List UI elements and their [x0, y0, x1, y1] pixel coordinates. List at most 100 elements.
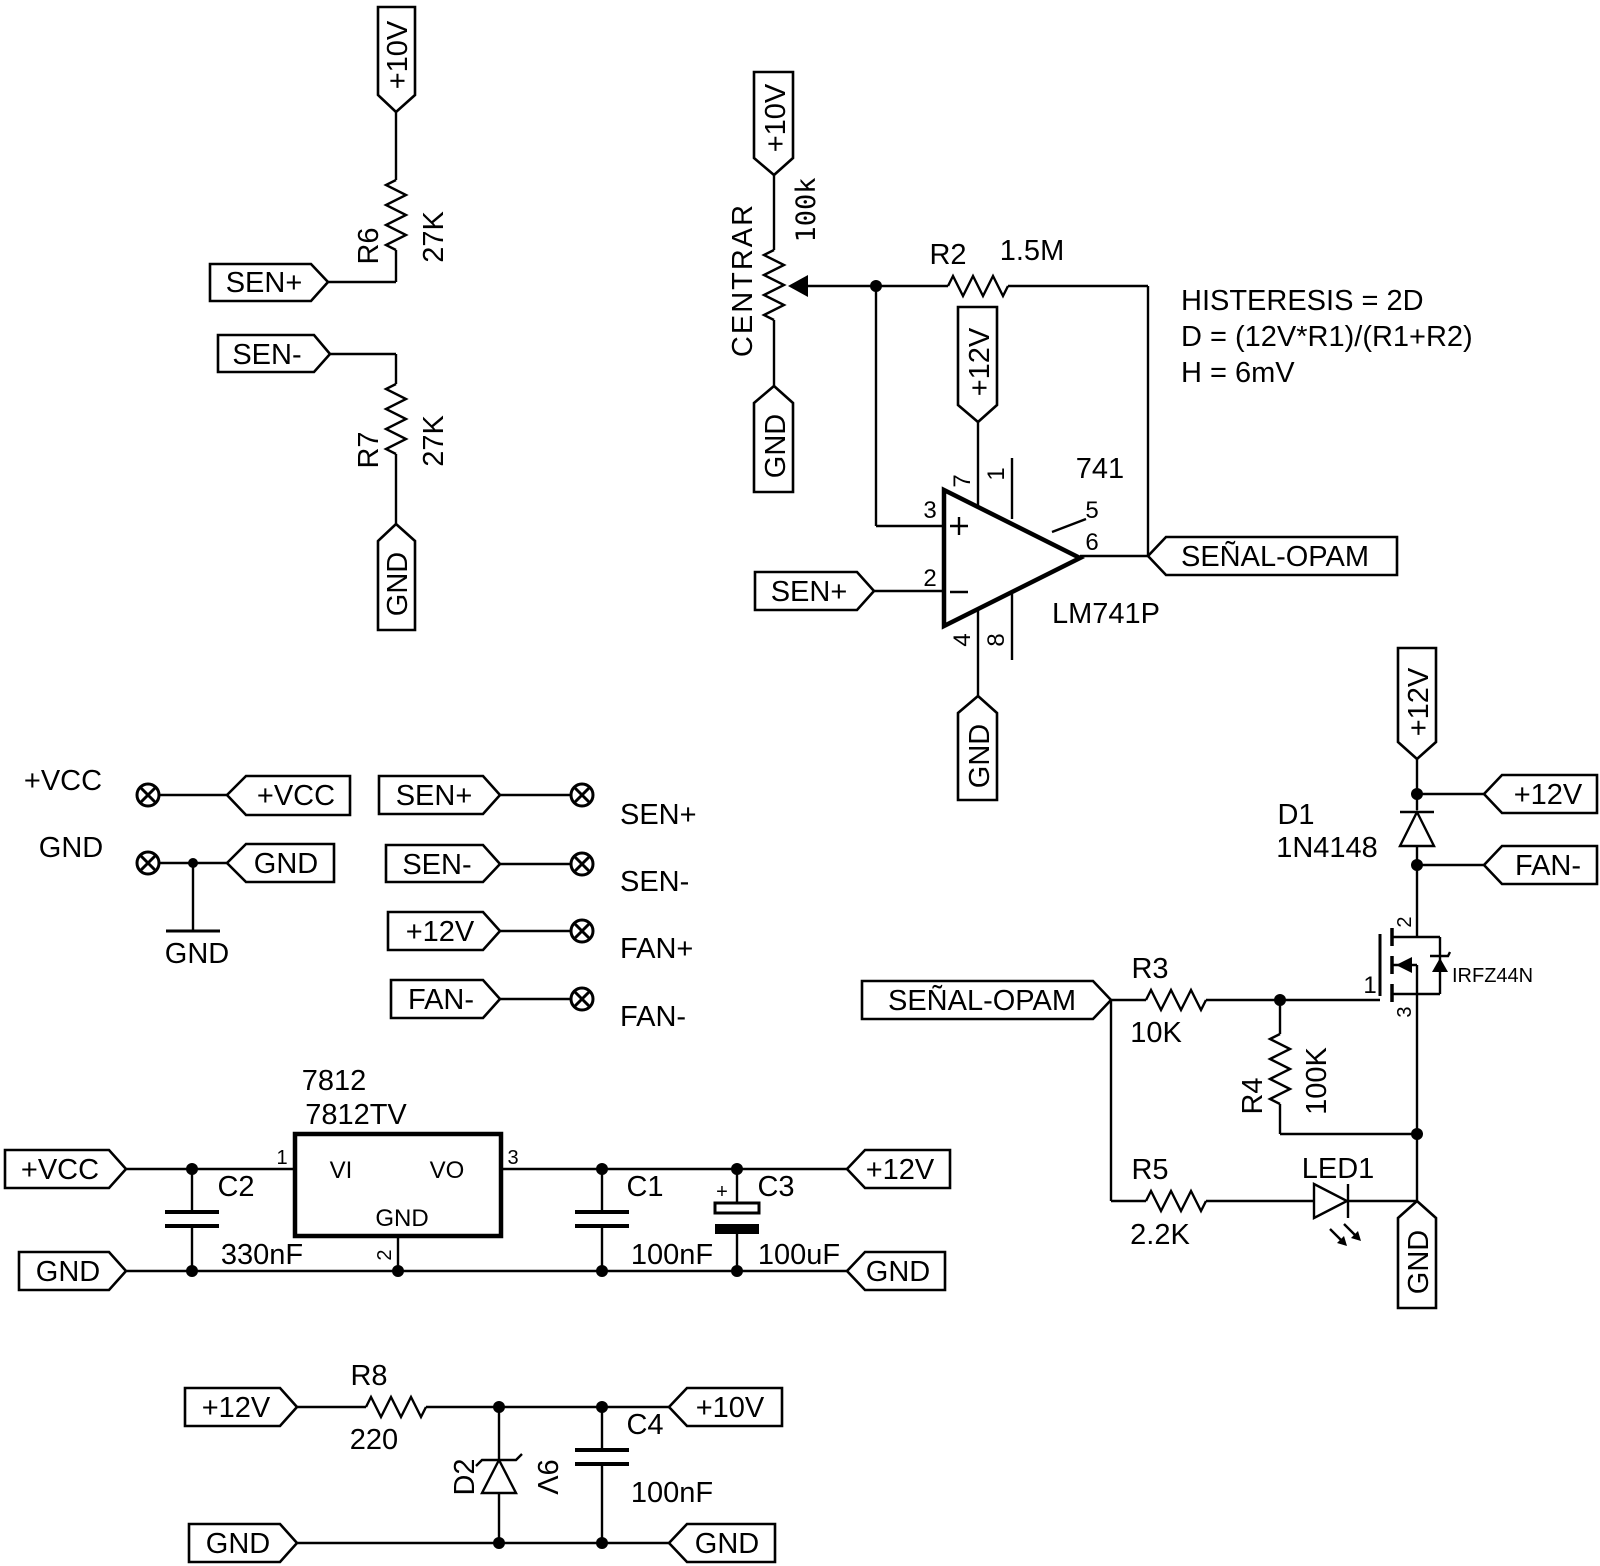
c4-ref: C4 [626, 1409, 663, 1441]
reg-pin-2: 2 [374, 1249, 396, 1260]
gnd-text-conn: GND [254, 848, 318, 880]
plus-vcc-text-reg: +VCC [21, 1154, 99, 1186]
r8-ref: R8 [350, 1360, 387, 1392]
mosfet-q1: 2 1 3 IRFZ44N [1363, 916, 1533, 1134]
fan-minus-label-conn [389, 978, 502, 1020]
gnd-label-reg-right [845, 1250, 947, 1292]
r6-ref: R6 [353, 227, 385, 264]
connector-gnd-text: GND [39, 832, 103, 864]
plus-vcc-label-reg [3, 1148, 128, 1190]
connector-fan-plus-terminal [569, 918, 595, 944]
r5-value: 2.2K [1130, 1219, 1190, 1251]
senal-opam-text-out: SEÑAL-OPAM [1181, 539, 1369, 573]
fan-minus-text-conn: FAN- [408, 984, 474, 1016]
plus12v-text-driver-top: +12V [1403, 667, 1435, 736]
senal-opam-label-driver [860, 979, 1113, 1021]
sen-plus-label-conn [377, 774, 502, 816]
gnd-text-zener-left: GND [206, 1528, 270, 1560]
connector-gnd-symbol-text: GND [165, 938, 229, 970]
connector-fan-plus-text: FAN+ [620, 933, 693, 965]
r4-ref: R4 [1237, 1077, 1269, 1114]
connector-sen-plus-terminal [569, 782, 595, 808]
opamp-pin-8: 8 [983, 633, 1010, 646]
senal-opam-text-driver: SEÑAL-OPAM [888, 983, 1076, 1017]
c3-value: 100uF [758, 1239, 840, 1271]
opamp-pin-5: 5 [1085, 497, 1098, 524]
plus12v-text-reg: +12V [866, 1154, 935, 1186]
reg-ref: 7812 [302, 1065, 367, 1097]
hysteresis-notes: HISTERESIS = 2D D = (12V*R1)/(R1+R2) H =… [1181, 285, 1473, 389]
connector-fan-minus-terminal [569, 986, 595, 1012]
connectors-block: +VCC +VCC GND GND GND SEN+ [24, 765, 697, 1033]
reg-pin-3: 3 [507, 1147, 518, 1169]
c1-value: 100nF [631, 1239, 713, 1271]
opamp-ref: 741 [1076, 453, 1124, 485]
gnd-text-zener-right: GND [695, 1528, 759, 1560]
plus12v-text-driver-right: +12V [1514, 779, 1583, 811]
c3-polarity: + [716, 1181, 728, 1203]
gnd-label-reg-left [17, 1250, 128, 1292]
plus12v-label-driver-right [1482, 773, 1599, 815]
mosfet-value: IRFZ44N [1452, 965, 1533, 987]
r6-value: 27K [418, 211, 450, 263]
plus12v-text-conn: +12V [406, 916, 475, 948]
c3-ref: C3 [757, 1171, 794, 1203]
gnd-text-opamp: GND [964, 724, 996, 788]
reg-pin-1: 1 [276, 1147, 287, 1169]
gnd-label-r7 [376, 522, 417, 632]
c2-value: 330nF [221, 1239, 303, 1271]
gnd-text-reg-left: GND [36, 1256, 100, 1288]
plus12v-label-zener [183, 1386, 299, 1428]
sen-minus-label-conn [384, 843, 502, 884]
plus12v-label-opamp [956, 305, 999, 424]
c4-value: 100nF [631, 1477, 713, 1509]
note-line-1: HISTERESIS = 2D [1181, 285, 1424, 317]
connector-vcc-terminal [135, 782, 161, 808]
pot-value: 100k [791, 177, 822, 242]
d1-ref: D1 [1277, 799, 1314, 831]
sen-plus-label-r6 [208, 262, 330, 303]
fan-driver-section: +12V +12V D1 1N4148 FAN- [860, 646, 1599, 1310]
d2-ref: D2 [449, 1458, 481, 1495]
plus10v-text-zener: +10V [696, 1392, 765, 1424]
connector-fan-minus-text: FAN- [620, 1001, 686, 1033]
zener-reference-section: +12V R8 220 D2 9V C4 100nF +10V GND GND [183, 1360, 784, 1564]
comparator-section: +10V CENTRAR 100k GND R2 1.5M +12V GND [727, 70, 1399, 802]
opamp-pin-4: 4 [949, 633, 976, 646]
r6-divider: +10V R6 27K SEN+ [208, 5, 450, 303]
fan-minus-text-driver: FAN- [1515, 850, 1581, 882]
gnd-label-conn [225, 842, 336, 884]
mosfet-pin-1: 1 [1363, 972, 1376, 999]
plus10v-label-r6 [376, 5, 417, 114]
opamp-pin-7: 7 [949, 474, 976, 487]
sen-plus-text-conn: SEN+ [396, 780, 473, 812]
opamp-pin-3: 3 [923, 497, 936, 524]
plus12v-label-reg [845, 1148, 952, 1190]
r2-ref: R2 [929, 239, 966, 271]
plus-vcc-label-conn [225, 774, 352, 817]
r5-ref: R5 [1131, 1154, 1168, 1186]
reg-gnd: GND [375, 1205, 428, 1232]
led1-symbol [1312, 1182, 1350, 1220]
reg-vi: VI [330, 1157, 353, 1184]
gnd-label-zener-left [187, 1522, 299, 1564]
mosfet-pin-2: 2 [1394, 916, 1416, 927]
opamp-pin-1: 1 [983, 467, 1010, 480]
sen-minus-text-r7: SEN- [232, 339, 301, 371]
gnd-text-driver: GND [1403, 1230, 1435, 1294]
plus12v-label-driver-top [1396, 646, 1438, 761]
plus10v-text-r6: +10V [382, 20, 414, 89]
r7-value: 27K [418, 415, 450, 467]
reg-value: 7812TV [305, 1099, 407, 1131]
c1-ref: C1 [626, 1171, 663, 1203]
opamp-triangle [941, 486, 1086, 630]
regulator-section: +VCC GND C2 330nF 7812 7812TV VI VO GND … [3, 1065, 952, 1292]
r7-divider: SEN- R7 27K GND [216, 333, 450, 632]
r8-value: 220 [350, 1424, 398, 1456]
plus10v-label-zener [667, 1386, 784, 1428]
plus12v-text-opamp: +12V [964, 327, 996, 396]
plus10v-label-pot [752, 70, 795, 177]
opamp-pin-6: 6 [1085, 529, 1098, 556]
note-line-2: D = (12V*R1)/(R1+R2) [1181, 321, 1473, 353]
